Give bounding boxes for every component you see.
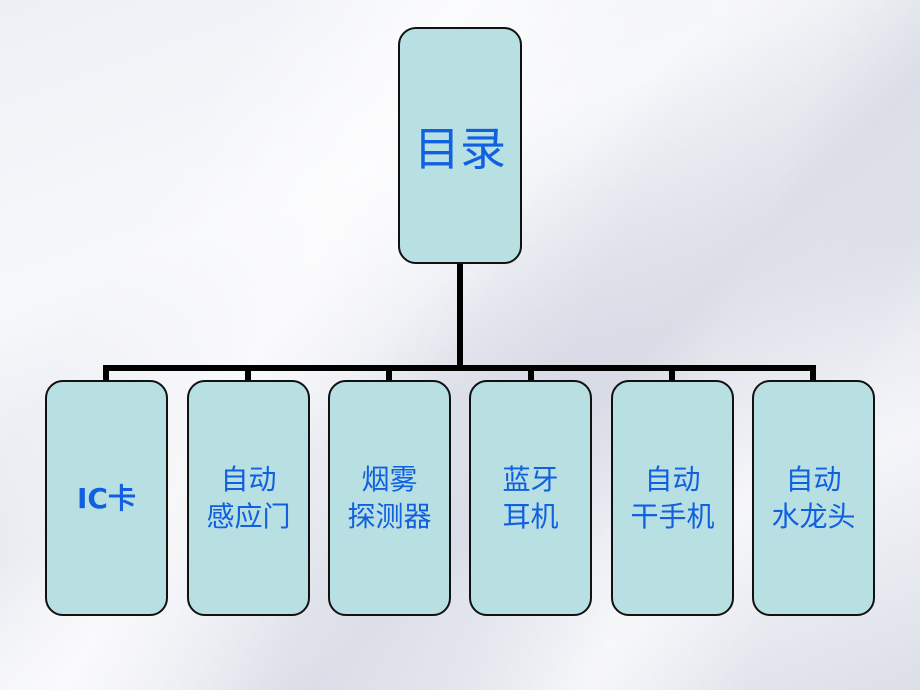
child-node-auto-faucet: 自动 水龙头	[752, 380, 875, 616]
child-node-label: 干手机	[630, 500, 715, 533]
child-node-label: 自动	[644, 463, 701, 496]
root-node: 目录	[398, 27, 522, 264]
child-node-label: 探测器	[347, 500, 432, 533]
child-node-label: 耳机	[502, 500, 559, 533]
child-node-bluetooth-headset: 蓝牙 耳机	[469, 380, 592, 616]
child-node-label: 自动	[785, 463, 842, 496]
child-node-label: 蓝牙	[502, 463, 559, 496]
child-node-label: 自动	[220, 463, 277, 496]
child-node-auto-door: 自动 感应门	[187, 380, 310, 616]
child-node-label: 烟雾	[361, 463, 418, 496]
child-node-ic-card: IC卡	[45, 380, 168, 616]
root-node-label: 目录	[414, 121, 506, 176]
child-node-smoke-detector: 烟雾 探测器	[328, 380, 451, 616]
child-node-label: 水龙头	[771, 500, 856, 533]
child-node-hand-dryer: 自动 干手机	[611, 380, 734, 616]
child-node-label: IC卡	[77, 481, 136, 515]
child-node-label: 感应门	[206, 500, 291, 533]
